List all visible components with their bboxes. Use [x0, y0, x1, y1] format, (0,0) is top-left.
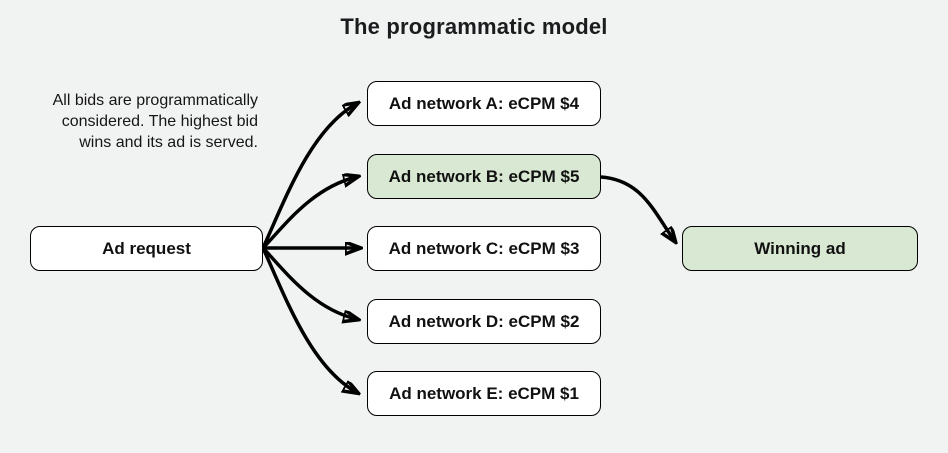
node-ad-network-a: Ad network A: eCPM $4 [367, 81, 601, 126]
arrow-request-to-network-d [261, 246, 356, 319]
node-ad-network-c: Ad network C: eCPM $3 [367, 226, 601, 271]
arrow-request-to-network-b [261, 177, 356, 250]
node-ad-network-b: Ad network B: eCPM $5 [367, 154, 601, 199]
node-label: Ad request [102, 238, 191, 258]
node-ad-network-d: Ad network D: eCPM $2 [367, 299, 601, 344]
annotation-line: All bids are programmatically [52, 92, 258, 109]
node-ad-request: Ad request [30, 226, 263, 271]
node-label: Winning ad [754, 238, 846, 258]
arrow-request-to-network-a [261, 104, 356, 249]
node-label: Ad network A: eCPM $4 [388, 93, 580, 113]
node-label: Ad network D: eCPM $2 [388, 311, 580, 331]
node-winning-ad: Winning ad [682, 226, 918, 271]
diagram-title: The programmatic model [340, 14, 608, 39]
annotation-line: wins and its ad is served. [79, 134, 258, 151]
node-label: Ad network B: eCPM $5 [388, 166, 580, 186]
node-label: Ad network E: eCPM $1 [389, 383, 579, 403]
node-label: Ad network C: eCPM $3 [388, 238, 580, 258]
arrow-request-to-network-e [261, 247, 356, 392]
node-ad-network-e: Ad network E: eCPM $1 [367, 371, 601, 416]
arrow-network-b-to-winning-ad [600, 175, 674, 240]
annotation-line: considered. The highest bid [61, 113, 258, 130]
annotation-text: All bids are programmatically considered… [10, 90, 258, 153]
